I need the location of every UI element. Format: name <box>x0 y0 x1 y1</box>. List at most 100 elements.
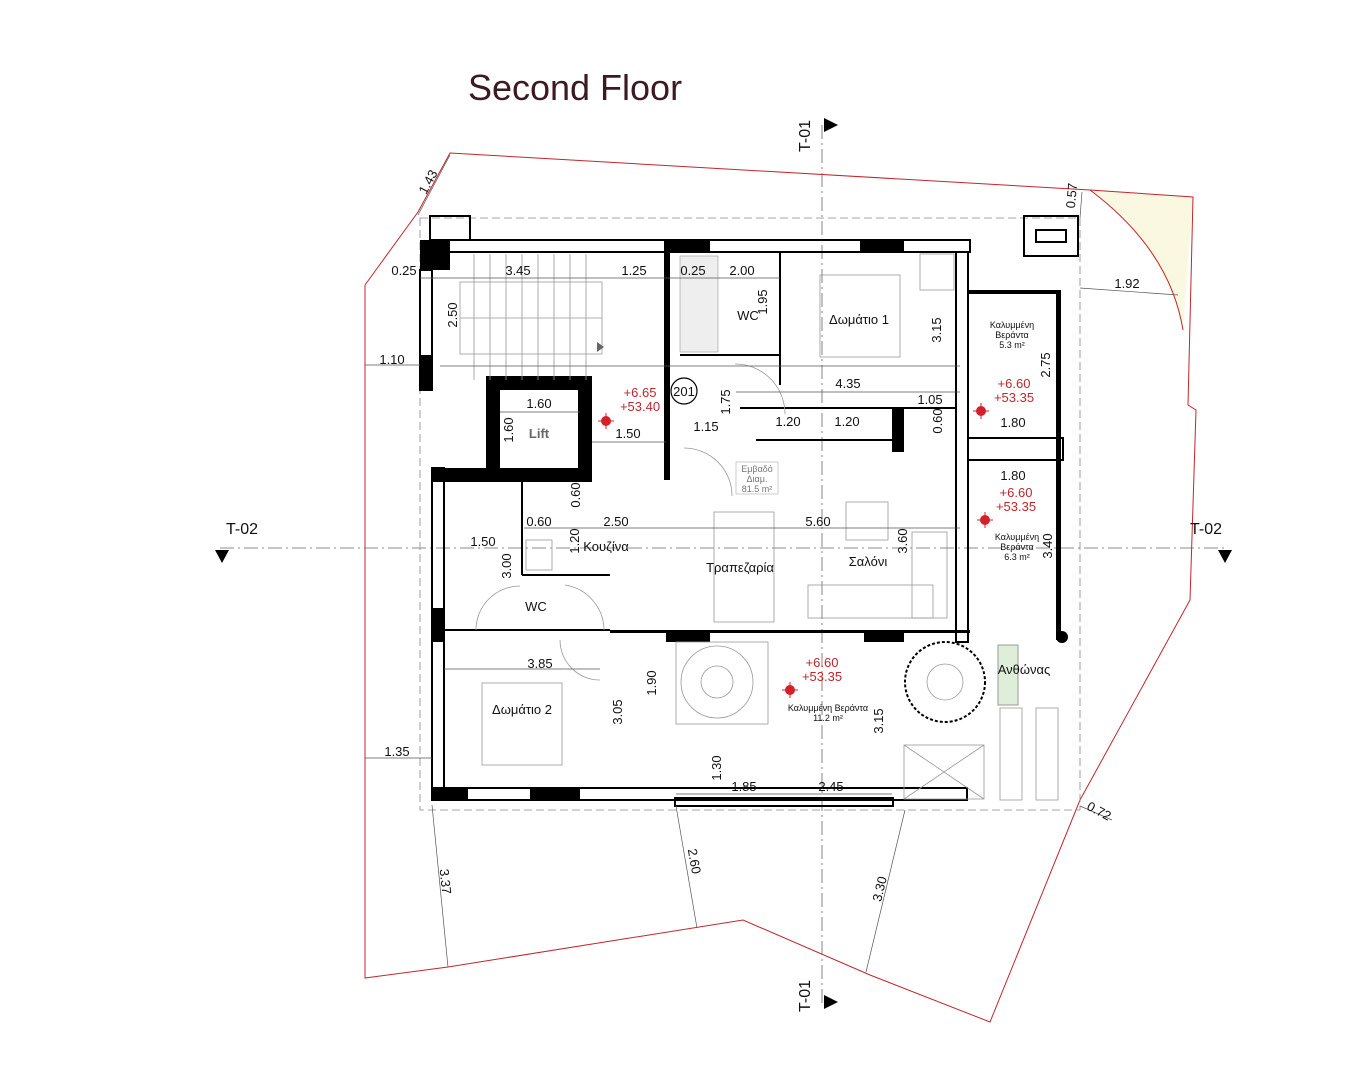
garden-wedge <box>1090 190 1193 330</box>
area-value: 81.5 m² <box>742 484 773 494</box>
section-arrow-icon <box>1218 550 1232 563</box>
level-value: +53.35 <box>996 499 1036 514</box>
dimension-lines <box>365 154 1179 973</box>
dim-label: 1.25 <box>621 263 646 278</box>
dim-label: 0.25 <box>391 263 416 278</box>
veranda-2-label: Βεράντα <box>1000 542 1033 552</box>
door-swings <box>475 363 786 681</box>
dim-label: 1.15 <box>693 419 718 434</box>
furniture <box>481 253 1059 801</box>
veranda-2-area: 6.3 m² <box>1004 552 1030 562</box>
dim-label: 1.95 <box>755 289 770 314</box>
dimension-labels: 0.25 3.45 1.25 0.25 2.00 1.95 2.50 3.15 … <box>379 167 1139 903</box>
dim-label: 1.20 <box>775 414 800 429</box>
section-arrow-icon <box>824 118 838 132</box>
dim-label: 4.35 <box>835 376 860 391</box>
section-label-top: T-01 <box>797 120 814 152</box>
dim-label: 1.60 <box>526 396 551 411</box>
level-markers: +6.65 +53.40 +6.60 +53.35 +6.60 +53.35 +… <box>598 376 1036 698</box>
level-value: +6.60 <box>1000 485 1033 500</box>
dim-label: 1.20 <box>834 414 859 429</box>
dim-label: 1.43 <box>415 167 440 196</box>
room-wc-bottom: WC <box>525 599 547 614</box>
section-label-bottom: T-01 <box>797 980 814 1012</box>
level-value: +6.60 <box>806 655 839 670</box>
level-value: +53.35 <box>802 669 842 684</box>
dim-label: 1.05 <box>917 392 942 407</box>
dim-label: 1.30 <box>709 755 724 780</box>
room-living: Σαλόνι <box>849 554 888 569</box>
level-value: +53.35 <box>994 390 1034 405</box>
dim-label: 2.60 <box>685 847 704 875</box>
level-target-icon <box>782 682 798 698</box>
dim-label: 3.00 <box>499 553 514 578</box>
section-arrow-icon <box>215 550 229 563</box>
dim-label: 0.57 <box>1063 182 1080 209</box>
room-kitchen: Κουζίνα <box>583 539 629 554</box>
dim-label: 2.50 <box>445 302 460 327</box>
dim-label: 3.15 <box>871 708 886 733</box>
dim-label: 3.15 <box>929 317 944 342</box>
dim-label: 2.45 <box>818 779 843 794</box>
dim-label: 1.50 <box>615 426 640 441</box>
area-label: Εμβαδό <box>741 464 773 474</box>
dim-label: 1.92 <box>1114 276 1139 291</box>
dim-label: 2.75 <box>1038 352 1053 377</box>
level-value: +6.65 <box>624 385 657 400</box>
veranda-1-label: Βεράντα <box>995 330 1028 340</box>
section-label-right: T-02 <box>1190 521 1222 538</box>
veranda-2-label: Καλυμμένη <box>995 532 1039 542</box>
dim-label: 3.05 <box>610 699 625 724</box>
dim-label: 1.20 <box>567 528 582 553</box>
area-label: Διαμ. <box>747 474 768 484</box>
dim-label: 3.30 <box>869 875 890 903</box>
arc-line <box>1089 189 1184 331</box>
dim-label: 0.25 <box>680 263 705 278</box>
dim-label: 3.85 <box>527 656 552 671</box>
veranda-1-area: 5.3 m² <box>999 340 1025 350</box>
level-target-icon <box>598 413 614 429</box>
apartment-number-badge <box>670 377 698 405</box>
dim-label: 1.80 <box>1000 468 1025 483</box>
property-boundary <box>364 152 1197 1023</box>
dim-label: 2.00 <box>729 263 754 278</box>
room-lift: Lift <box>529 426 550 441</box>
dim-label: 1.85 <box>731 779 756 794</box>
slab-outline <box>419 217 1081 811</box>
room-planter: Ανθώνας <box>998 662 1051 677</box>
room-bedroom-2: Δωμάτιο 2 <box>492 702 552 717</box>
dim-label: 5.60 <box>805 514 830 529</box>
dim-label: 1.75 <box>718 389 733 414</box>
room-dining: Τραπεζαρία <box>706 560 774 575</box>
dim-label: 1.50 <box>470 534 495 549</box>
dim-label: 3.45 <box>505 263 530 278</box>
walls <box>419 215 1079 807</box>
dim-label: 1.60 <box>501 417 516 442</box>
dim-label: 1.35 <box>384 744 409 759</box>
dim-label: 0.60 <box>526 514 551 529</box>
section-label-left: T-02 <box>226 521 258 538</box>
room-labels: Δωμάτιο 1 WC Lift Κουζίνα Τραπεζαρία Σαλ… <box>492 308 1050 723</box>
dim-label: 2.50 <box>603 514 628 529</box>
dim-label: 3.37 <box>437 868 455 895</box>
apartment-number: 201 <box>673 384 695 399</box>
plan-title: Second Floor <box>468 67 682 108</box>
veranda-3-area: 11.2 m² <box>813 713 843 723</box>
dim-label: 3.60 <box>895 528 910 553</box>
dim-label: 0.72 <box>1084 798 1113 823</box>
dim-label: 0.60 <box>568 482 583 507</box>
room-wc-top: WC <box>737 308 759 323</box>
spiral-stair <box>675 641 986 725</box>
dim-label: 1.90 <box>644 670 659 695</box>
room-bedroom-1: Δωμάτιο 1 <box>829 312 889 327</box>
section-arrow-icon <box>824 995 838 1009</box>
level-target-icon <box>973 403 989 419</box>
level-value: +53.40 <box>620 399 660 414</box>
dim-label: 3.40 <box>1040 533 1055 558</box>
veranda-1-label: Καλυμμένη <box>990 320 1034 330</box>
dim-label: 1.10 <box>379 352 404 367</box>
dim-label: 0.60 <box>930 408 945 433</box>
level-target-icon <box>977 512 993 528</box>
staircase <box>459 254 604 380</box>
